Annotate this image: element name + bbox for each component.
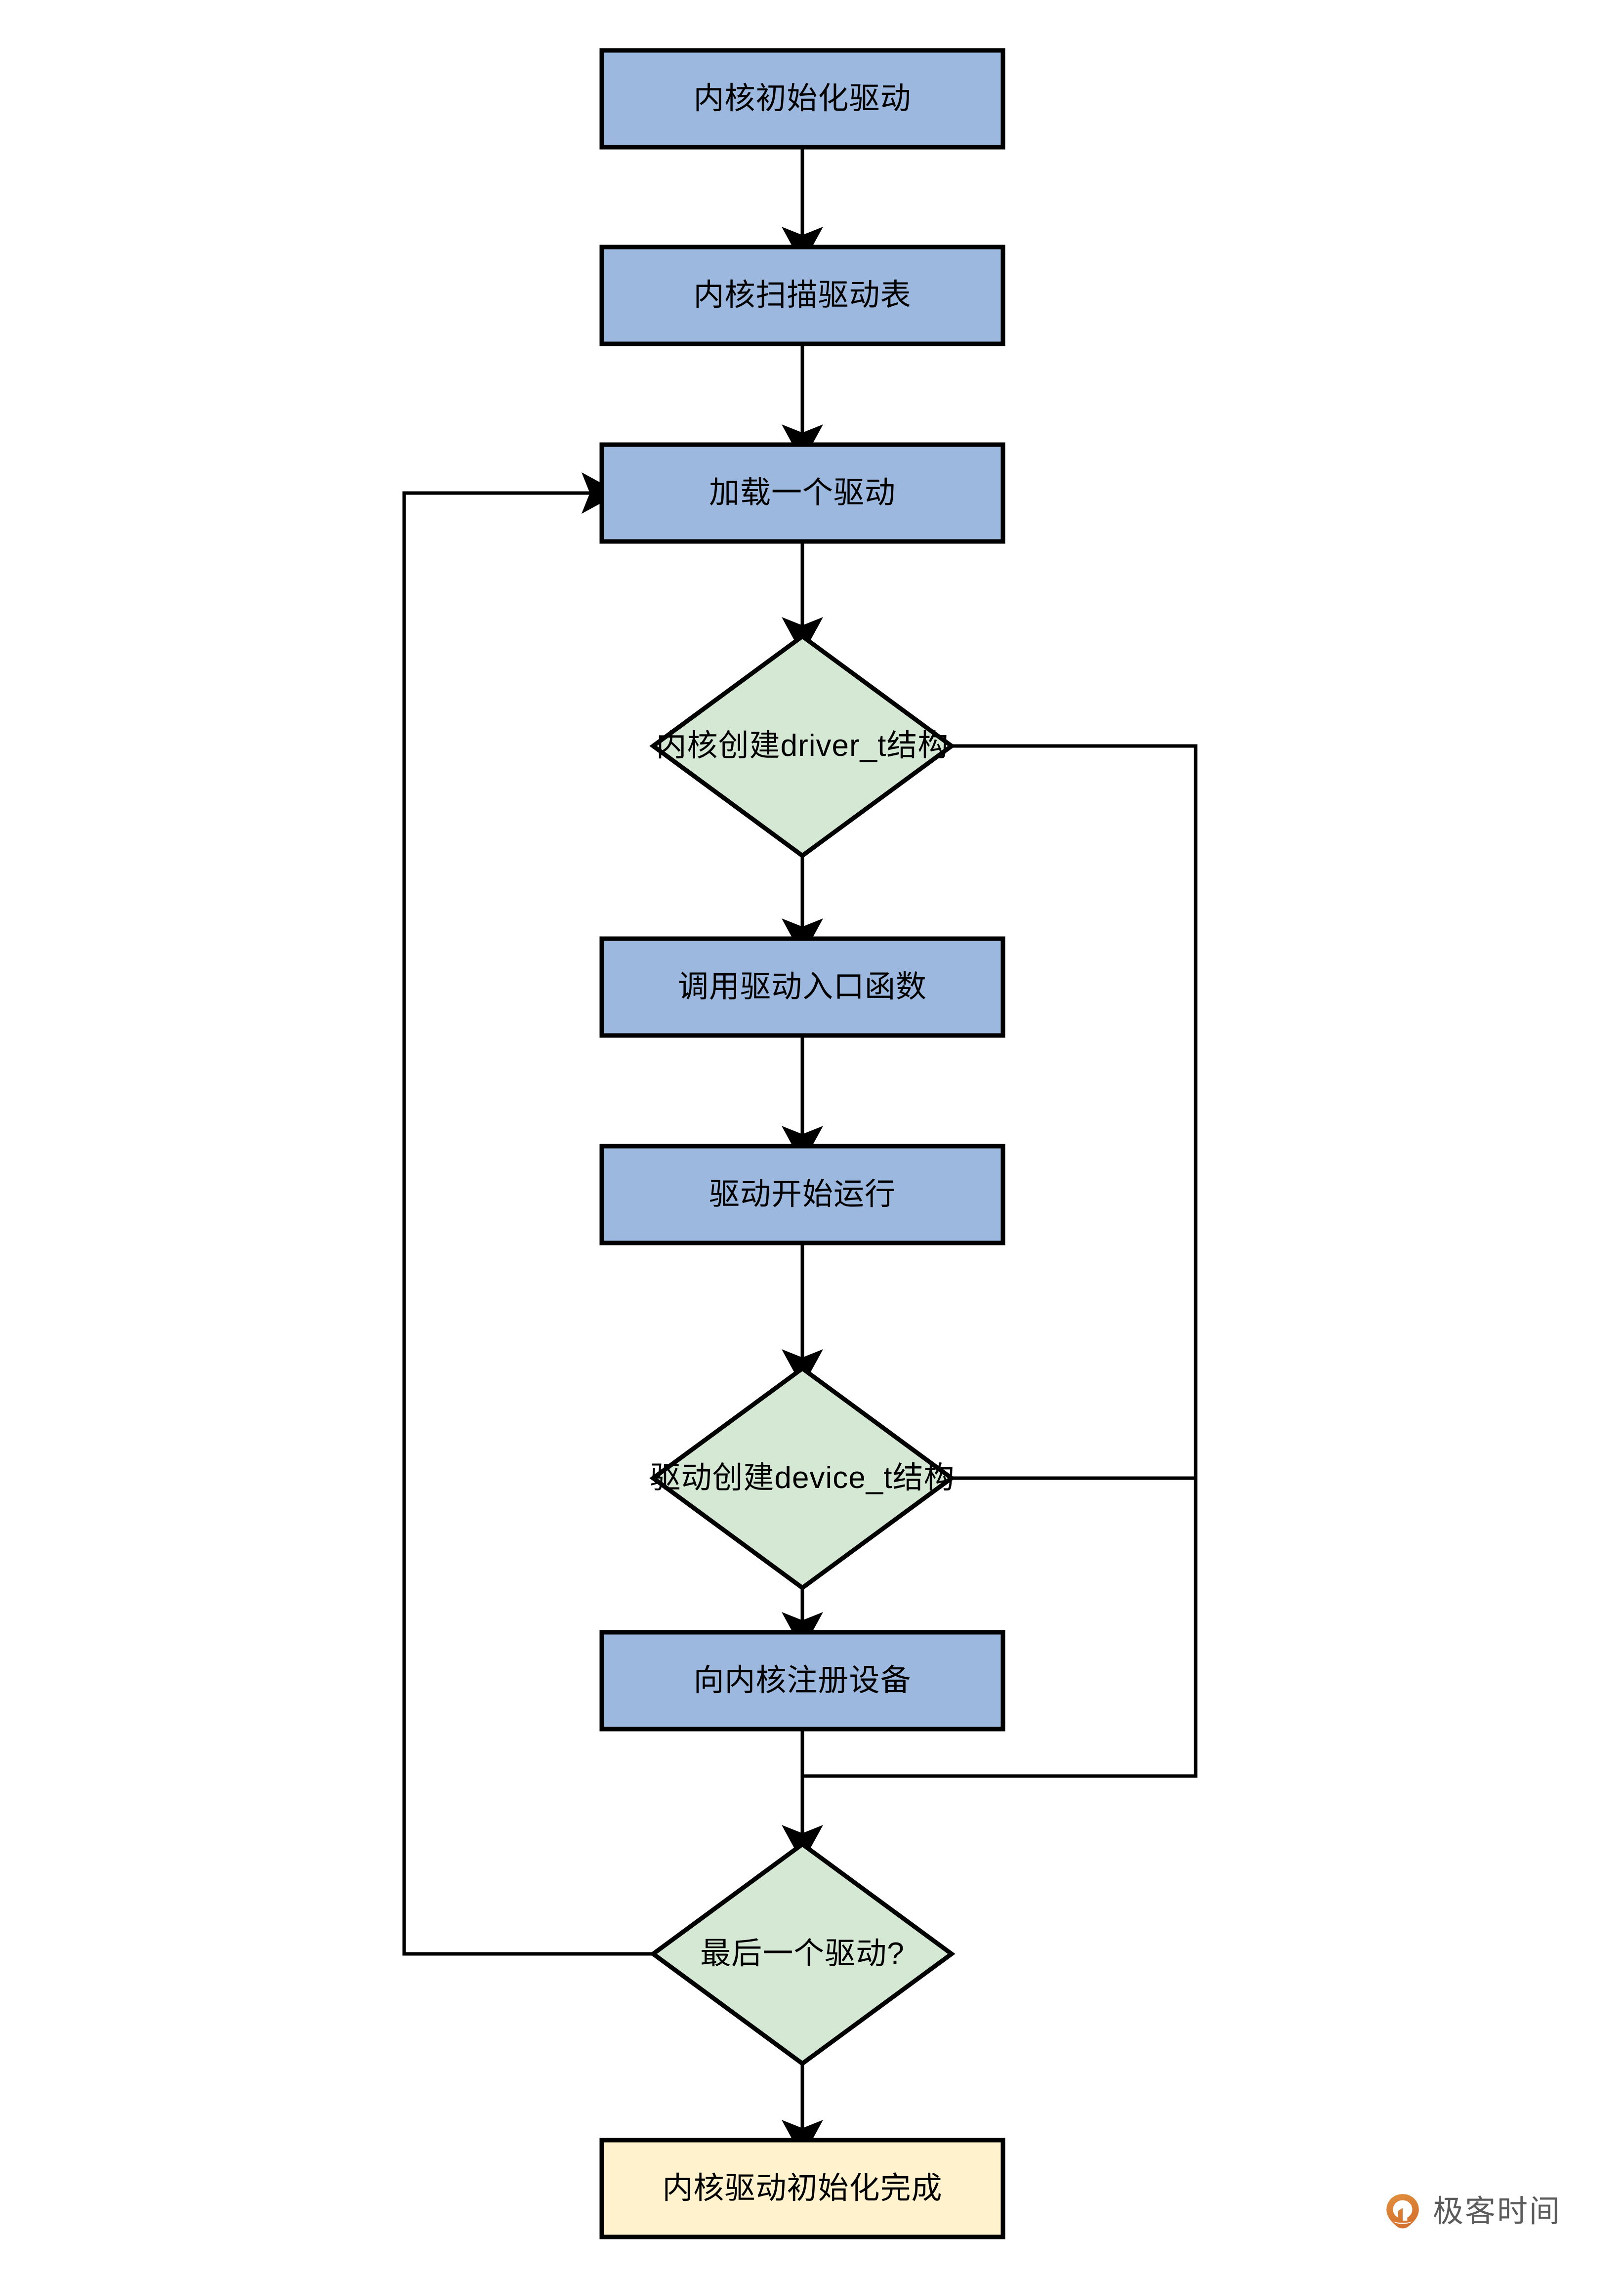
node-shape-kernel-init-driver[interactable] — [599, 48, 1005, 150]
edge-n9-loopback-to-n3 — [402, 472, 654, 1956]
node-shape-register-device-to-kernel[interactable] — [599, 1630, 1005, 1732]
node-shape-kernel-create-driver-t[interactable] — [649, 633, 956, 859]
geektime-pin-logo-icon — [1386, 2194, 1419, 2229]
edge-n4-bypass-right — [802, 744, 1198, 1778]
node-shape-kernel-driver-init-done[interactable] — [599, 2138, 1005, 2239]
watermark: 极客时间 — [1383, 2192, 1561, 2231]
node-shape-kernel-scan-driver-table[interactable] — [599, 245, 1005, 346]
edges-group — [402, 147, 1198, 2158]
node-shape-load-one-driver[interactable] — [599, 442, 1005, 544]
node-shape-driver-create-device-t[interactable] — [649, 1365, 956, 1591]
nodes-group — [599, 48, 1005, 2239]
watermark-brand-text: 极客时间 — [1433, 2194, 1562, 2229]
node-shape-driver-start-running[interactable] — [599, 1144, 1005, 1245]
node-shape-is-last-driver[interactable] — [649, 1841, 956, 2067]
node-shape-call-driver-entry-func[interactable] — [599, 936, 1005, 1038]
